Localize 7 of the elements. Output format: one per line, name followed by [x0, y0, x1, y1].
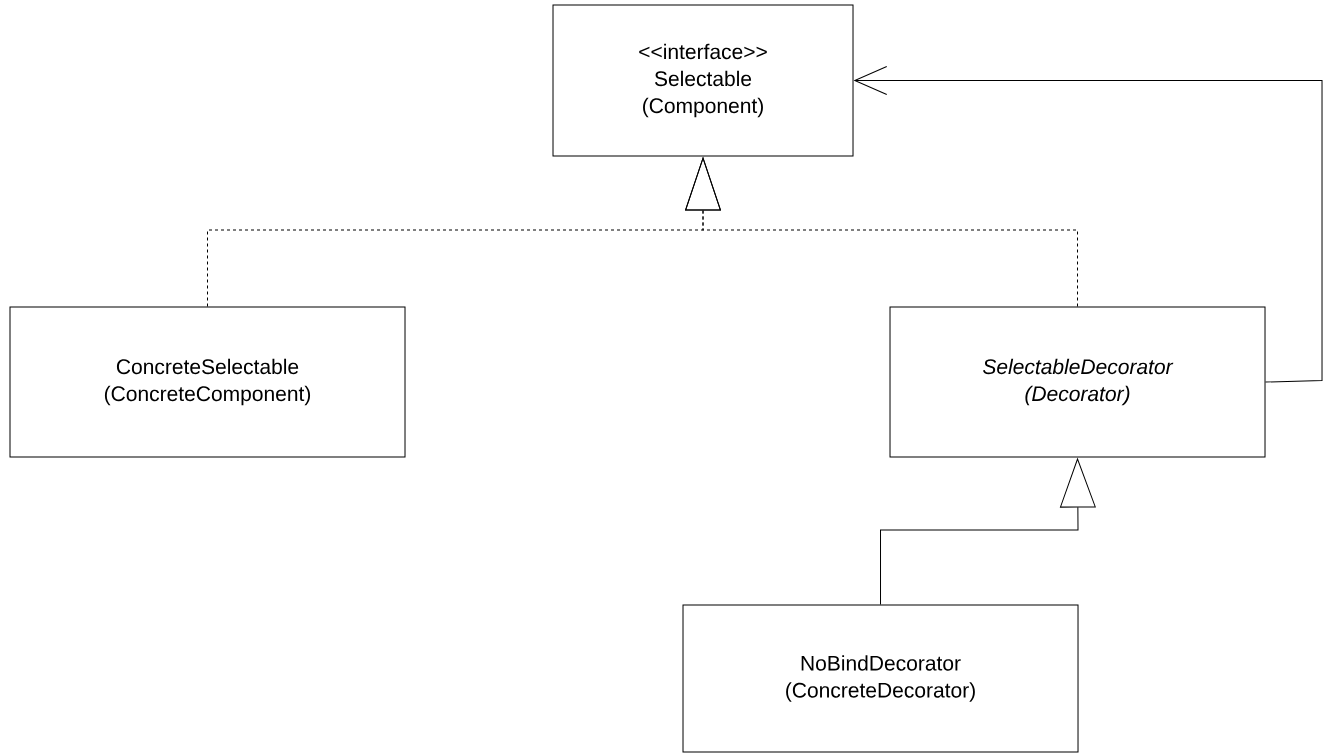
- class-box: <<interface>> Selectable (Component): [552, 4, 854, 157]
- generalization-arrow: [880, 458, 1096, 605]
- class-box: NoBindDecorator (ConcreteDecorator): [682, 604, 1079, 753]
- class-box: SelectableDecorator (Decorator): [889, 306, 1266, 458]
- association-arrow: [854, 66, 1323, 383]
- class-box: ConcreteSelectable (ConcreteComponent): [9, 306, 406, 458]
- realization-arrow: [685, 157, 1078, 307]
